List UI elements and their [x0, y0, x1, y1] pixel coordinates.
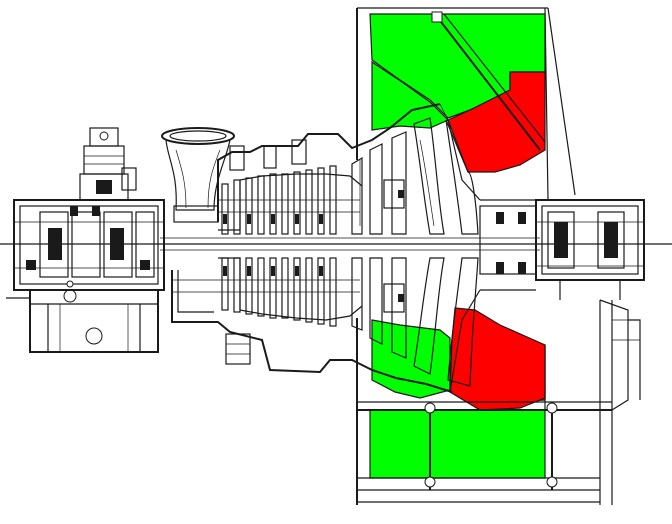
exhaust-hood-upper	[369, 13, 546, 131]
exhaust-casing-frame	[356, 7, 641, 505]
steam-inlet-valve	[161, 127, 235, 223]
rear-bearing-pedestal	[479, 199, 645, 300]
front-bearing-pedestal	[6, 199, 165, 353]
lp-stages-lower	[351, 257, 479, 387]
hp-stages-upper	[221, 165, 337, 235]
hp-stages-lower	[221, 257, 337, 327]
last-stage-flow-lower	[449, 307, 546, 411]
lp-stages-upper	[351, 117, 479, 235]
gearbox-with-motor	[79, 127, 137, 201]
rotor-shaft	[0, 237, 672, 251]
last-stage-flow-upper	[447, 71, 546, 173]
casing-transition	[439, 103, 536, 393]
